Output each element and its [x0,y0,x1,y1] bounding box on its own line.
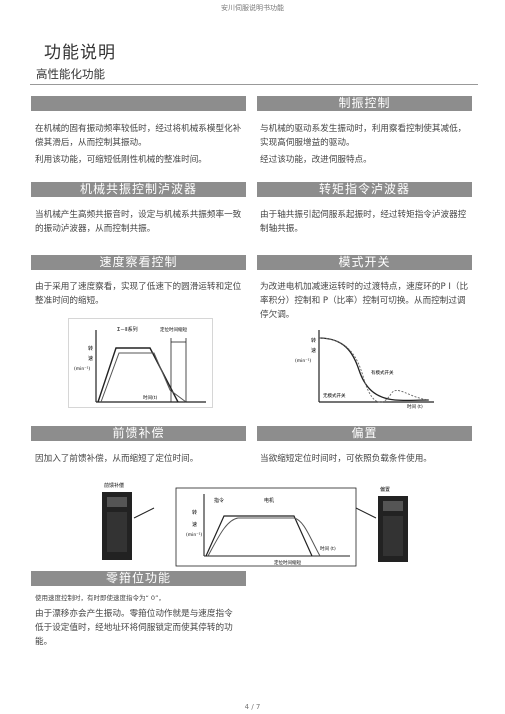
left-device-label: 前馈补偿 [104,482,124,489]
figure-speed-observer: Σ－Ⅱ系列 定位时间缩短 转 速 (min⁻¹) 时间(t) [68,318,213,408]
x-label: 时间(t) [143,394,158,401]
motor-label: 电机 [264,497,274,504]
motor-curve [207,517,321,557]
paragraph-s3-1: 当机械产生高频共振音时，设定与机械系共振频率一致的振动泸波器，从而控制共振。 [35,210,242,234]
figure-frame [68,318,213,408]
servo-terminal-left [107,512,127,552]
curve-with-mode-switch [318,337,430,402]
figure-legend: Σ－Ⅱ系列 [117,326,138,333]
page-number: 4 / 7 [244,703,261,711]
section-heading-speed-observer: 速度察看控制 [31,255,246,270]
connector-left [133,507,155,519]
paragraph-s9-1: 由于漂移亦会产生振动。零箝位动作就是与速度指令低于设定值时，经地址环将伺服锁定而… [35,609,233,647]
section-heading-feedforward: 前馈补偿 [31,426,246,441]
paragraph-s7-1: 因加入了前馈补偿，从而缩短了定位时间。 [35,454,199,464]
paragraph-s4-1: 由于轴共振引起伺服系起振时，经过转矩指令泸波器控制轴共振。 [260,210,467,234]
figure-mode-switch: 转 速 (min⁻¹) 有模式开关 无模式开关 时间 (t) [289,322,439,410]
y-label-1: 转 [88,345,93,352]
figure-caption-top: 定位时间缩短 [160,326,187,333]
servo-terminal-right [383,516,403,556]
paragraph-s1-2: 利用该功能，可缩短低刚性机械的整准时间。 [35,155,207,165]
paragraph-s6-1: 为改进电机加减速运转时的过渡特点，速度环的P I（比率积分）控制和 P（比率）控… [260,282,469,320]
servo-display-left [107,497,127,507]
paragraph-s2-1: 与机械的驱动系发生振动时，利用察看控制使其减低，实现高伺服增益的驱动。 [260,124,467,148]
figure-feedforward-bias: 前馈补偿 偏置 指令 电机 转 速 (min⁻¹) 时间 (t) 定位时间缩短 [98,478,416,570]
x-label: 时间 (t) [407,403,423,410]
paragraph-s1-1: 在机械的固有振动频率较低时，经过将机械系模型化补偿其滑后，从而控制其振动。 [35,124,242,148]
page-subtitle: 高性能化功能 [36,67,105,81]
x-label: 时间 (t) [320,545,336,552]
graph-frame [175,487,357,567]
y-unit: (min⁻¹) [295,358,311,364]
y-label-2: 速 [192,522,197,528]
paragraph-s9-small: 使用速度控制时，有时即使速度指令为“ 0”， [35,594,165,602]
paragraph-s5-1: 由于采用了速度察看，实现了低速下的圆滑运转和定位整准时间的缩短。 [35,282,242,306]
section-heading-vibration-suppression [31,96,246,111]
y-unit: (min⁻¹) [74,366,90,372]
connector-right [355,507,377,519]
right-device-label: 偏置 [380,486,390,493]
section-heading-bias: 偏置 [257,426,472,441]
section-heading-mode-switch: 模式开关 [257,255,472,270]
y-label-2: 速 [88,356,93,362]
paragraph-s2-2: 经过该功能，改进伺服特点。 [260,155,372,165]
section-heading-resonance-filter: 机械共振控制泸波器 [31,182,246,197]
page-title: 功能说明 [44,43,116,63]
section-heading-torque-filter: 转矩指令泸波器 [257,182,472,197]
figure-caption: 无模式开关 [323,392,346,399]
figure-caption: 定位时间缩短 [274,559,301,566]
section-heading-zero-clamp: 零箝位功能 [31,571,246,586]
command-label: 指令 [214,497,224,504]
y-unit: (min⁻¹) [186,532,202,538]
figure-legend: 有模式开关 [371,369,394,376]
y-label-1: 转 [311,337,316,344]
servo-display-right [383,501,403,511]
curve-without-mode-switch [318,337,430,403]
section-heading-vibration-control: 制振控制 [257,96,472,111]
header-divider [30,84,478,85]
y-label-1: 转 [192,509,197,516]
running-header: 安川伺服说明书功能 [221,4,284,12]
speed-curve-baseline [100,352,187,403]
y-label-2: 速 [311,348,316,354]
paragraph-s8-1: 当欲缩短定位时间时，可依照负载条件使用。 [260,454,432,464]
command-curve [205,515,313,557]
